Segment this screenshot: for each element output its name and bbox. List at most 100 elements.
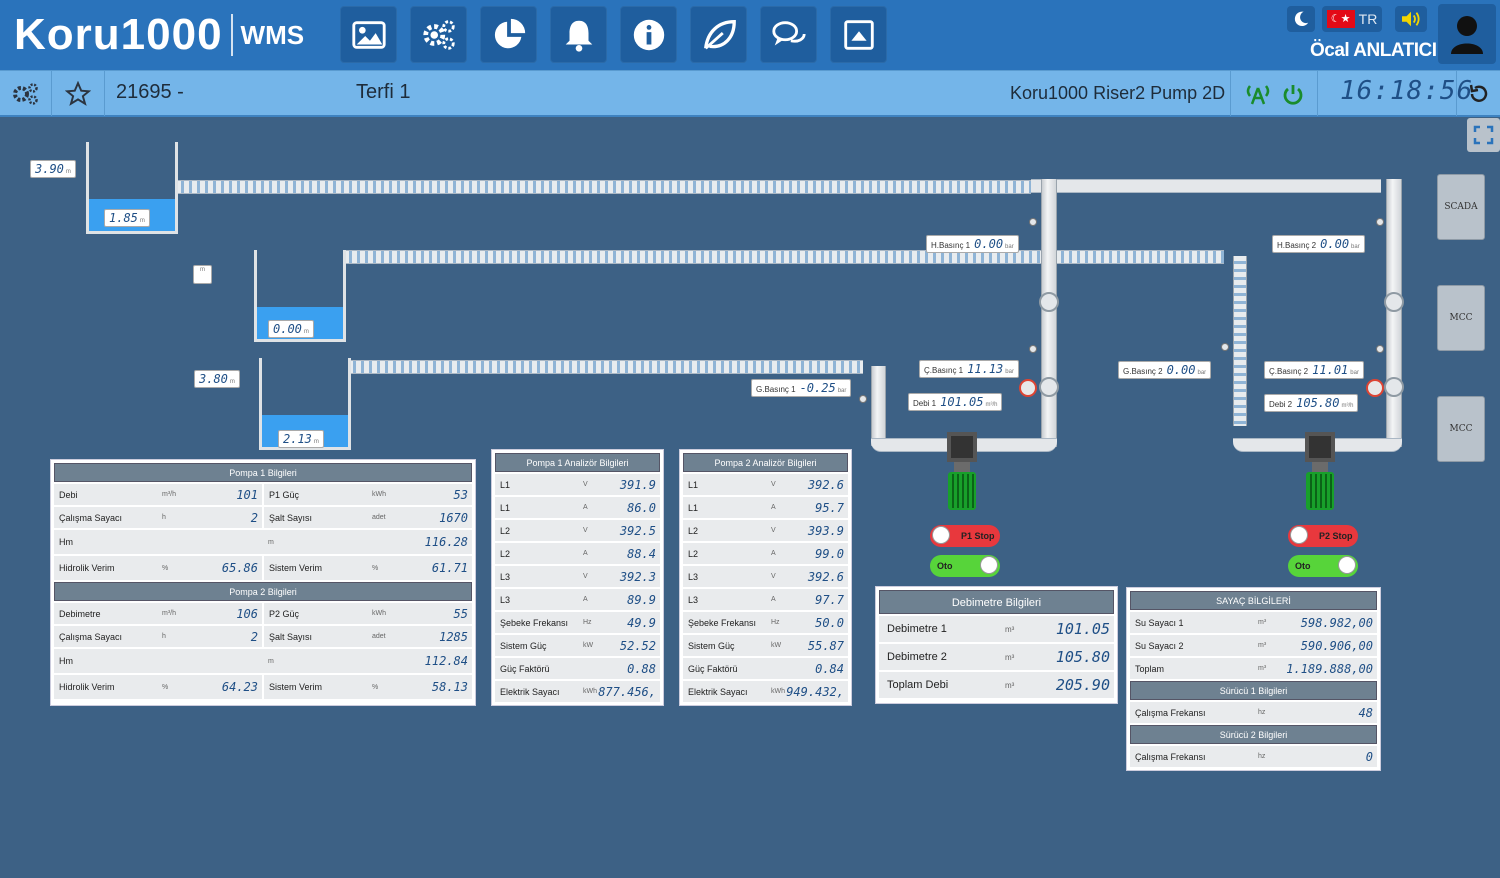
sensor-dot [1376,218,1384,226]
row-label: L1 [500,479,511,490]
row-value: 877.456, [598,684,656,699]
p1-oto-toggle[interactable]: Oto [930,555,1000,577]
row-unit: A [583,504,588,511]
row-label: L1 [688,502,699,513]
row-label: Toplam [1135,663,1165,674]
row-label: L2 [688,548,699,559]
row-value: 0.84 [815,661,844,676]
p2-stop-toggle[interactable]: P2 Stop [1288,525,1358,547]
pump-2[interactable] [1303,432,1337,510]
row-unit: Hz [583,619,592,626]
cell-label: Sistem Verim [269,563,323,573]
cell-value: 112.84 [424,654,468,668]
cell-value: 116.28 [424,535,468,549]
language-selector[interactable]: ☾★ TR [1322,6,1382,32]
avatar[interactable] [1438,4,1496,64]
row-value: 101.05 [1055,620,1110,638]
settings-icon[interactable] [0,71,52,116]
station-name: Terfi 1 [356,81,411,103]
volume-icon[interactable] [1395,6,1427,32]
pie-chart-icon[interactable] [480,6,537,63]
mcc-button-2[interactable]: MCC [1437,396,1485,462]
leaf-icon[interactable] [690,6,747,63]
row-value: 99.0 [815,546,844,561]
refresh-icon[interactable] [1456,71,1500,116]
drive1-title: Sürücü 1 Bilgileri [1130,681,1377,700]
table-cell: Sistem Verim%61.71 [264,556,472,580]
antenna-icon [1246,84,1270,104]
cell-label: Sistem Verim [269,682,323,692]
logo-suffix: WMS [240,19,305,50]
chat-icon[interactable] [760,6,817,63]
row-label: L3 [500,571,511,582]
pump-1[interactable] [945,432,979,510]
row-unit: kW [771,642,782,649]
analyzer2-title: Pompa 2 Analizör Bilgileri [683,453,848,472]
row-value: 590.906,00 [1300,638,1373,653]
scada-button[interactable]: SCADA [1437,174,1485,240]
main-pipe-3 [348,360,863,374]
row-value: 49.9 [627,615,656,630]
main-pipe-1 [176,180,1031,194]
row-label: Şebeke Frekansı [688,617,757,628]
row-unit: V [583,527,588,534]
dark-mode-icon[interactable] [1287,6,1315,32]
flowmeter-title: Debimetre Bilgileri [879,590,1114,614]
p1-stop-label: P1 Stop [961,531,995,541]
riser-pipe-2 [1386,179,1402,447]
logo: Koru1000 WMS [14,10,304,60]
cell-label: Şalt Sayısı [269,512,313,523]
row-unit: V [771,573,776,580]
drive2-title: Sürücü 2 Bilgileri [1130,725,1377,744]
row-label: Toplam Debi [887,679,949,691]
cell-unit: m [268,538,274,546]
p1-oto-label: Oto [937,561,953,571]
row-value: 97.7 [815,592,844,607]
fullscreen-icon[interactable] [1467,118,1500,152]
row-label: L3 [688,594,699,605]
check-valve-1 [1039,377,1059,397]
cell-unit: m³/h [162,491,176,498]
row-value: 598.982,00 [1300,615,1373,630]
cell-value: 1285 [439,629,468,644]
mcc-button-1[interactable]: MCC [1437,285,1485,351]
sensor-dot [859,395,867,403]
gears-icon[interactable] [410,6,467,63]
sub-header: 21695 - Terfi 1 Koru1000 Riser2 Pump 2D [0,70,1500,117]
upload-icon[interactable] [830,6,887,63]
row-label: Sistem Güç [500,640,547,651]
main-pipe-top [1031,179,1381,193]
cell-label: Debi [59,489,78,500]
bell-icon[interactable] [550,6,607,63]
favorite-star-icon[interactable] [52,71,105,116]
scada-name: Koru1000 Riser2 Pump 2D [1010,83,1226,103]
user-name: Öcal ANLATICI [1310,40,1437,61]
image-icon[interactable] [340,6,397,63]
info-icon[interactable] [620,6,677,63]
row-label: L2 [500,548,511,559]
p2-oto-toggle[interactable]: Oto [1288,555,1358,577]
p1-stop-toggle[interactable]: P1 Stop [930,525,1000,547]
row-label: L3 [688,571,699,582]
cell-unit: adet [372,514,386,521]
table-cell: Sistem Verim%58.13 [264,675,472,699]
